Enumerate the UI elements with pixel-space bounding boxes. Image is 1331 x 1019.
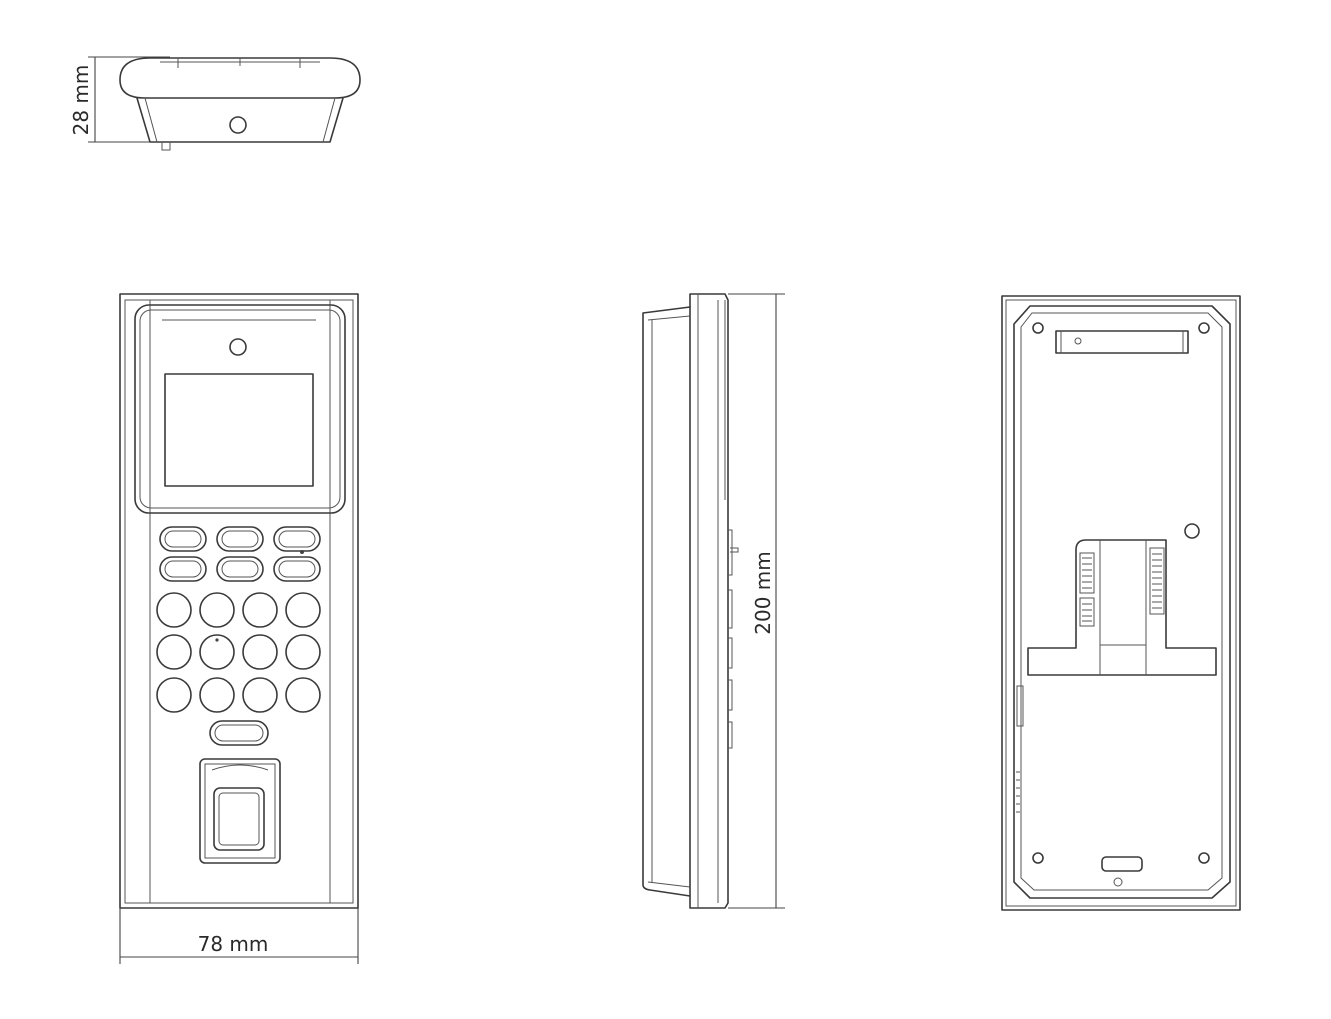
wiring-terminal: [1027, 539, 1217, 676]
numeric-keypad: [156, 592, 321, 746]
display-screen: [164, 373, 314, 487]
back-view: [1001, 295, 1241, 911]
depth-dimension-label: 28 mm: [69, 65, 93, 136]
camera-lens-icon: [229, 338, 247, 356]
height-dimension-label: 200 mm: [751, 551, 775, 635]
top-view: 28 mm: [69, 56, 361, 151]
front-view: 78 mm: [119, 293, 359, 964]
width-dimension-label: 78 mm: [198, 932, 269, 956]
screw-icon: [1032, 322, 1210, 864]
function-keys: [159, 526, 321, 582]
side-view: 200 mm: [642, 293, 785, 909]
fingerprint-sensor-icon: [199, 758, 281, 864]
